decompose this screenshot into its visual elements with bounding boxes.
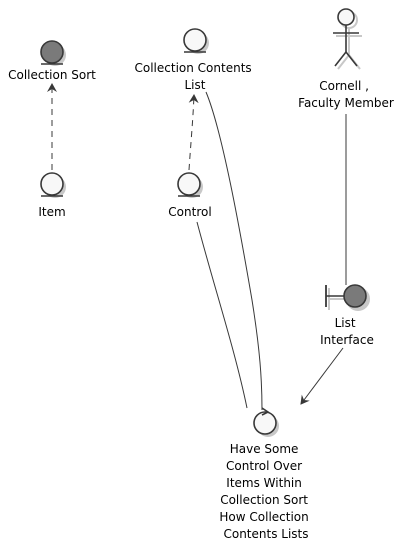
entity-icon bbox=[183, 28, 209, 54]
node-label: Collection Contents List bbox=[135, 61, 256, 92]
node-label: Cornell , Faculty Member bbox=[298, 79, 394, 110]
node-use-case: Have Some Control Over Items Within Coll… bbox=[219, 407, 312, 541]
node-label: List Interface bbox=[320, 316, 374, 347]
node-label: Have Some Control Over Items Within Coll… bbox=[219, 442, 312, 541]
node-item: Item bbox=[38, 172, 66, 219]
node-label: Control bbox=[168, 205, 211, 219]
entity-icon bbox=[177, 172, 203, 198]
edges bbox=[47, 83, 347, 411]
node-faculty-member: Cornell , Faculty Member bbox=[298, 8, 394, 110]
node-collection-sort: Collection Sort bbox=[8, 40, 96, 82]
boundary-icon bbox=[325, 284, 370, 311]
node-control: Control bbox=[168, 172, 212, 219]
edge-control-to-collection-contents-list bbox=[188, 94, 199, 171]
actor-icon bbox=[333, 8, 362, 70]
entity-icon bbox=[40, 172, 66, 198]
node-label: Collection Sort bbox=[8, 68, 96, 82]
control-icon bbox=[253, 407, 279, 437]
edge-control-to-use-case bbox=[196, 221, 248, 409]
entity-icon bbox=[40, 40, 66, 66]
node-label: Item bbox=[38, 205, 65, 219]
node-collection-contents-list: Collection Contents List bbox=[135, 28, 256, 92]
edge-collection-contents-list-to-use-case bbox=[205, 91, 263, 411]
node-list-interface: List Interface bbox=[320, 284, 374, 347]
edge-list-interface-to-use-case bbox=[300, 347, 344, 405]
